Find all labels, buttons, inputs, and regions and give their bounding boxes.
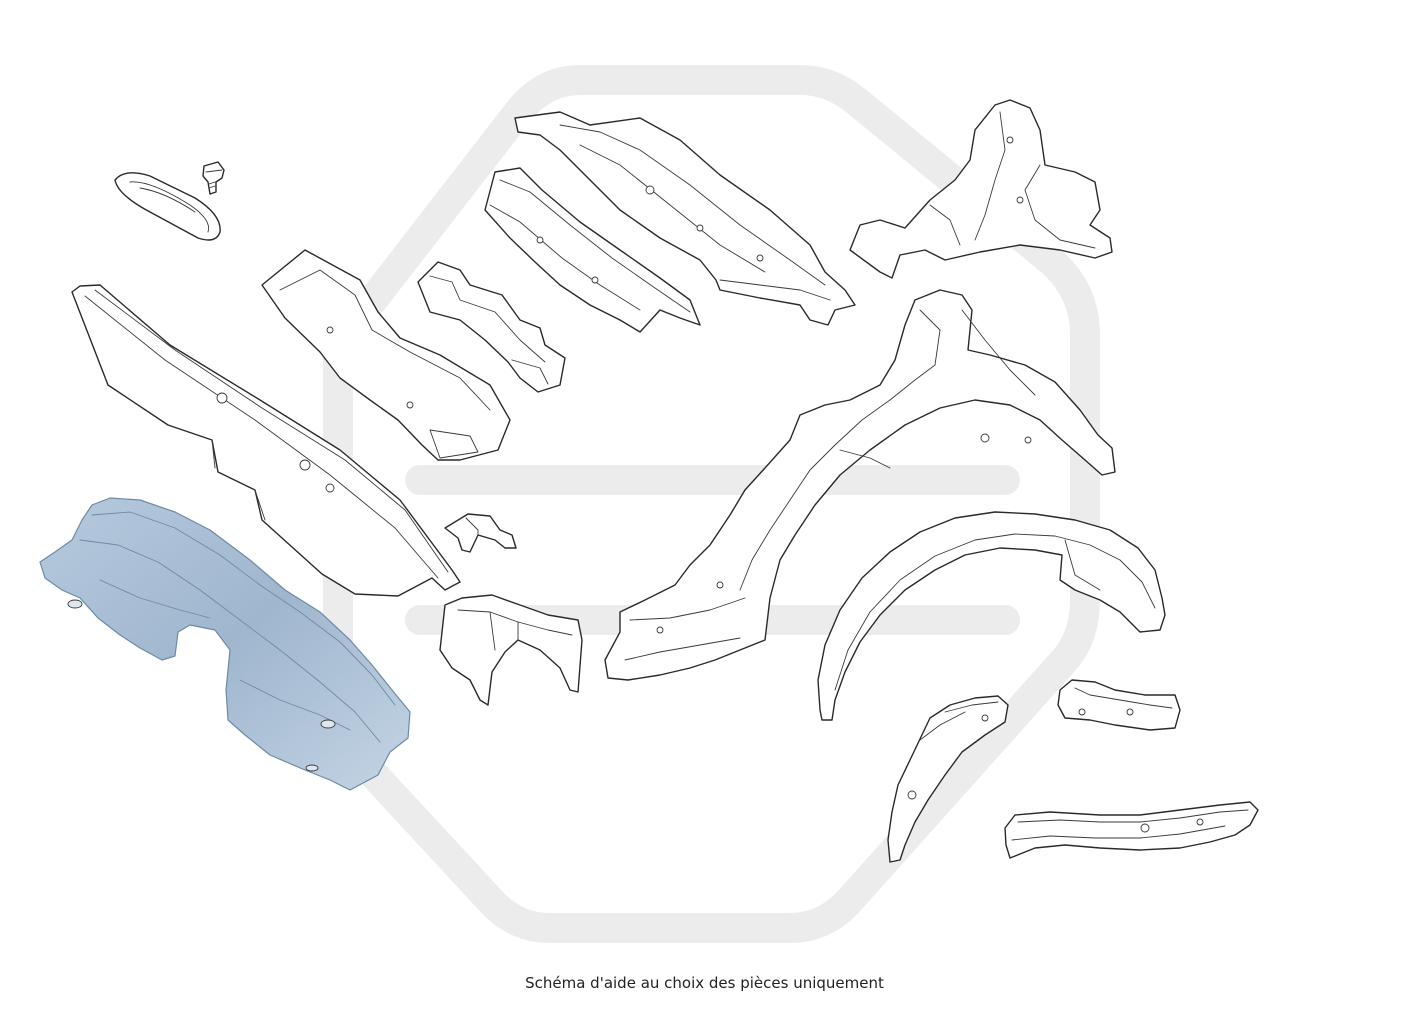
part-rear-side-member[interactable] bbox=[1004, 801, 1259, 859]
part-rear-panel-crossmember[interactable] bbox=[39, 497, 411, 791]
part-upper-rear-panel-reinforcement[interactable] bbox=[484, 167, 701, 333]
part-rear-floor-crossmember[interactable] bbox=[71, 284, 461, 597]
part-rear-cross-panel[interactable] bbox=[514, 111, 856, 326]
part-right-inner-wheelhouse[interactable] bbox=[604, 289, 1116, 681]
part-clip-bolt[interactable] bbox=[202, 161, 225, 195]
part-seat-crossmember-bracket[interactable] bbox=[417, 261, 566, 393]
part-outer-wheelhouse[interactable] bbox=[817, 511, 1166, 721]
part-small-bracket[interactable] bbox=[444, 513, 517, 553]
part-grommet[interactable] bbox=[114, 172, 221, 241]
part-wheel-arch-extension[interactable] bbox=[439, 594, 583, 706]
part-side-support-bracket[interactable] bbox=[1057, 679, 1181, 731]
part-rear-lower-extension[interactable] bbox=[887, 695, 1009, 863]
diagram-caption: Schéma d'aide au choix des pièces unique… bbox=[525, 974, 884, 992]
part-floor-bracket-strip[interactable] bbox=[261, 249, 511, 461]
part-right-rear-quarter-inner[interactable] bbox=[849, 99, 1113, 279]
